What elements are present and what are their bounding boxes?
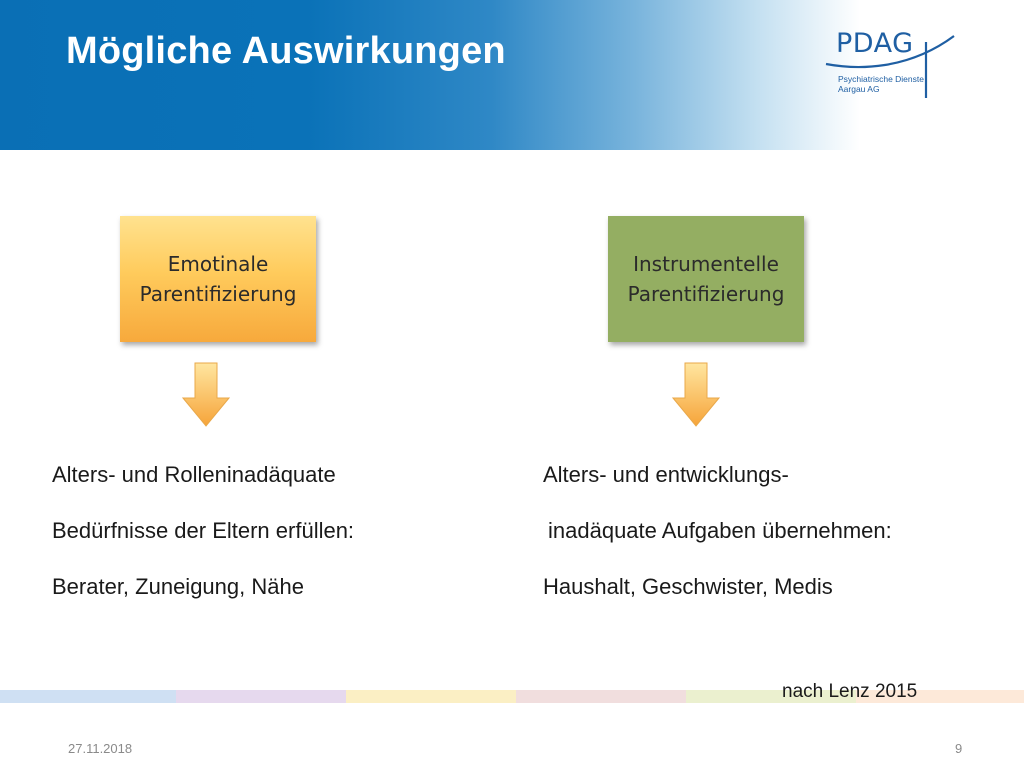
box-label-line2: Parentifizierung	[139, 282, 297, 306]
source-citation: nach Lenz 2015	[782, 681, 918, 702]
pdag-logo: PDAG Psychiatrische Dienste Aargau AG	[818, 26, 968, 106]
box-label-line1: Emotinale	[167, 252, 269, 276]
logo-subtitle-line2: Aargau AG	[838, 84, 880, 94]
page-number: 9	[955, 741, 963, 756]
emotional-parentification-box: Emotinale Parentifizierung	[120, 216, 316, 342]
footer-stripe	[346, 690, 516, 703]
page-title: Mögliche Auswirkungen	[66, 30, 506, 72]
right-text-line1: Alters- und entwicklungs-	[543, 462, 789, 487]
down-arrow-icon	[182, 362, 230, 427]
logo-subtitle-line1: Psychiatrische Dienste	[838, 74, 924, 84]
left-text-line1: Alters- und Rolleninadäquate	[52, 462, 336, 487]
footer-stripe	[856, 690, 1024, 703]
instrumental-parentification-box: Instrumentelle Parentifizierung	[608, 216, 804, 342]
header-banner: Mögliche Auswirkungen	[0, 0, 1024, 150]
down-arrow-icon	[672, 362, 720, 427]
footer-stripe	[516, 690, 686, 703]
box-label-line2: Parentifizierung	[627, 282, 785, 306]
pdag-logo-mark-icon	[825, 35, 955, 98]
footer-date: 27.11.2018	[68, 741, 133, 756]
box-label-line1: Instrumentelle	[633, 252, 779, 276]
logo-name: PDAG	[836, 28, 914, 59]
left-text-line2: Bedürfnisse der Eltern erfüllen:	[52, 518, 355, 543]
footer-stripe	[686, 690, 856, 703]
right-text-line3: Haushalt, Geschwister, Medis	[543, 574, 833, 599]
footer-stripe	[0, 690, 176, 703]
left-text-line3: Berater, Zuneigung, Nähe	[52, 574, 304, 599]
footer-stripe	[176, 690, 346, 703]
right-text-line2: inadäquate Aufgaben übernehmen:	[548, 518, 892, 543]
